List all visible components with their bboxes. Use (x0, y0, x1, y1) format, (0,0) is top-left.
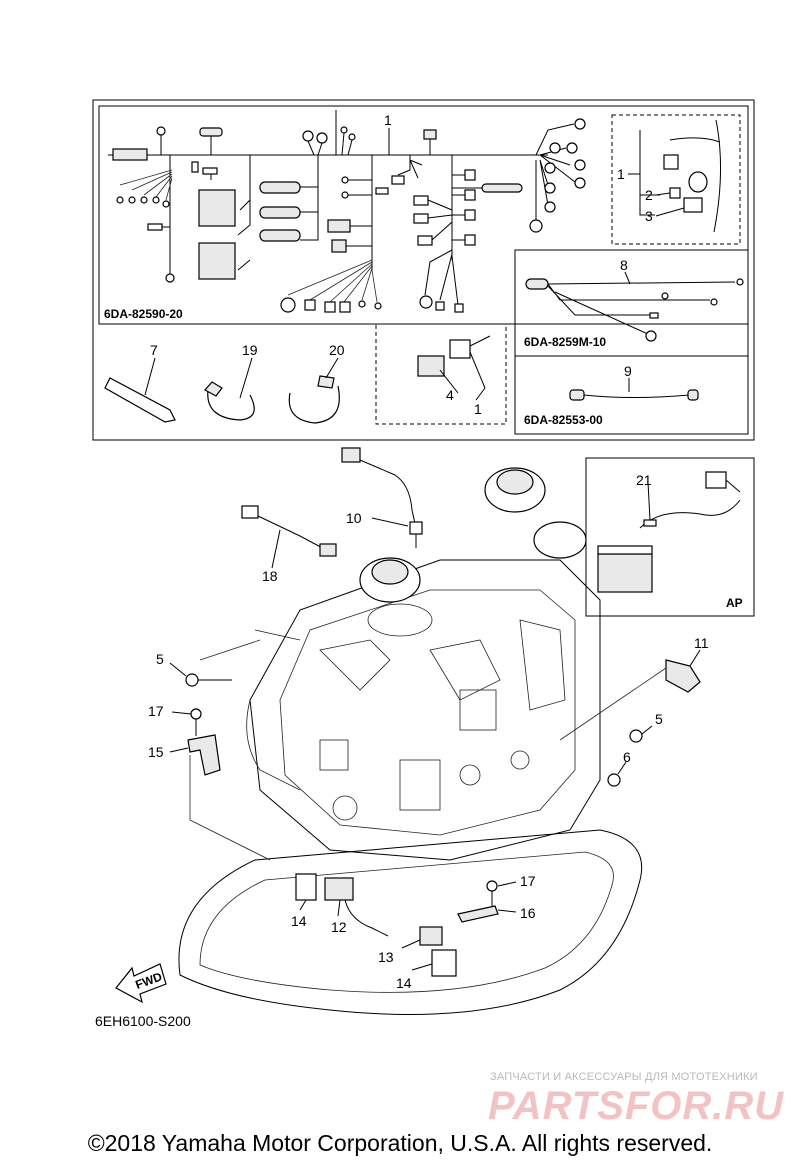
engine-block (178, 467, 643, 1015)
switch-12 (324, 877, 389, 937)
bolt-6 (607, 773, 621, 787)
cable-ties (104, 375, 340, 424)
callout-14-lower: 14 (396, 975, 412, 991)
callout-2: 2 (645, 187, 653, 203)
lead-wire (569, 389, 699, 401)
sub-harness (525, 278, 744, 342)
callout-7: 7 (150, 342, 158, 358)
callout-1-kit: 1 (474, 401, 482, 417)
callout-1-relay: 1 (617, 166, 625, 182)
callout-1-harness: 1 (384, 112, 392, 128)
callout-19: 19 (242, 342, 258, 358)
callout-11: 11 (694, 635, 709, 651)
code-harness-sub: 6DA-8259M-10 (524, 335, 606, 349)
watermark-tagline: ЗАПЧАСТИ И АКСЕССУАРЫ ДЛЯ МОТОТЕХНИКИ (490, 1071, 758, 1083)
code-ap: AP (726, 596, 743, 610)
sensor-18 (241, 505, 337, 557)
callout-18: 18 (262, 568, 278, 584)
callout-6: 6 (623, 749, 631, 765)
bracket-15 (187, 734, 271, 861)
callout-8: 8 (620, 257, 628, 273)
code-lead: 6DA-82553-00 (524, 413, 603, 427)
callout-17-right: 17 (520, 873, 536, 889)
callout-17-left: 17 (148, 703, 164, 719)
callout-9: 9 (624, 363, 632, 379)
kit-frame (92, 99, 755, 441)
callout-12: 12 (331, 919, 347, 935)
wire-harness-main (108, 110, 586, 313)
grommet-14b (431, 949, 457, 977)
code-harness-main: 6DA-82590-20 (104, 307, 183, 321)
bolt-5a (185, 673, 232, 687)
fwd-arrow-icon (115, 963, 167, 1004)
sensor-10 (341, 447, 423, 548)
ap-box (585, 457, 755, 617)
callout-5-left: 5 (156, 651, 164, 667)
switch-13 (419, 926, 443, 946)
callout-5-right: 5 (655, 711, 663, 727)
copyright-notice: ©2018 Yamaha Motor Corporation, U.S.A. A… (87, 1130, 713, 1156)
callout-20: 20 (329, 342, 345, 358)
callout-10: 10 (346, 510, 362, 526)
callout-13: 13 (378, 949, 394, 965)
callout-16: 16 (520, 905, 536, 921)
callout-21: 21 (636, 472, 652, 488)
callout-14-upper: 14 (291, 913, 307, 929)
bolt-17b (486, 880, 498, 906)
code-drawing: 6EH6100-S200 (95, 1013, 191, 1029)
callout-4: 4 (446, 387, 454, 403)
switch-11 (559, 659, 701, 741)
bolt-17a (190, 708, 202, 736)
bolt-5b (629, 729, 643, 743)
callout-15: 15 (148, 744, 164, 760)
relay-4 (417, 335, 491, 401)
leader-lines (144, 128, 701, 971)
watermark-brand: PARTSFOR.RU (488, 1084, 785, 1128)
callout-3: 3 (645, 208, 653, 224)
relay-assembly (639, 119, 722, 233)
grommet-14a (295, 873, 317, 901)
bracket-16 (457, 905, 499, 923)
